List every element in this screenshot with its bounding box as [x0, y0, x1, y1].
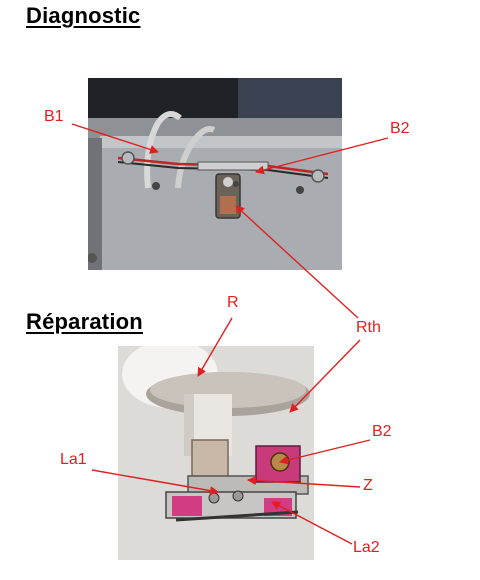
diagnostic-heading: Diagnostic — [26, 3, 141, 28]
label-b2-top: B2 — [390, 120, 410, 137]
reparation-photo-drawing — [118, 346, 314, 560]
label-la1: La1 — [60, 451, 87, 468]
label-z: Z — [363, 477, 373, 494]
label-b1: B1 — [44, 108, 64, 125]
diagnostic-photo — [88, 78, 342, 270]
label-b2-bottom: B2 — [372, 423, 392, 440]
reparation-photo — [118, 346, 314, 560]
label-rth: Rth — [356, 319, 381, 336]
diagnostic-photo-drawing — [88, 78, 342, 270]
label-la2: La2 — [353, 539, 380, 556]
label-r: R — [227, 294, 239, 311]
reparation-heading: Réparation — [26, 309, 143, 334]
